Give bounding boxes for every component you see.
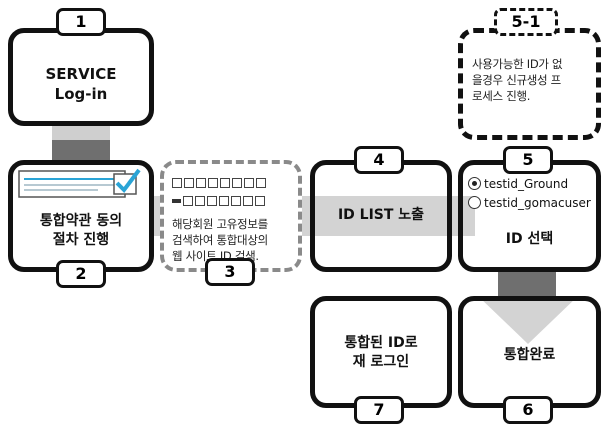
step-5-1-line-1: 사용가능한 ID가 없 (472, 57, 563, 71)
step-3-box (160, 160, 302, 272)
step-7-line-2: 재 로그인 (352, 353, 410, 370)
step-1-line-2: Log-in (54, 85, 108, 104)
step-5-1-description: 사용가능한 ID가 없 을경우 신규생성 프 로세스 진행. (472, 56, 596, 104)
flow-band-5-6-dark (498, 268, 556, 300)
id-option-2[interactable]: testid_gomacuser (468, 195, 591, 210)
step-3-line-2: 검색하여 통합대상의 (172, 233, 268, 248)
step-5-number: 5 (503, 146, 553, 174)
step-2-number: 2 (56, 260, 106, 288)
step-7-line-1: 통합된 ID로 (344, 335, 418, 351)
radio-unselected-icon[interactable] (468, 196, 481, 209)
step-6-number: 6 (503, 396, 553, 424)
step-5-1-line-2: 을경우 신규생성 프 (472, 73, 561, 88)
step-3-line-1: 해당회원 고유정보를 (172, 217, 268, 231)
step-6-label: 통합완료 (503, 347, 556, 363)
step-5-1-line-3: 로세스 진행. (472, 89, 531, 104)
step-3-description: 해당회원 고유정보를 검색하여 통합대상의 웹 사이트 ID 검색. (172, 216, 300, 264)
flow-band-1-2-dark (52, 140, 110, 162)
step-2-line-2: 절차 진행 (52, 231, 110, 248)
step-3-number: 3 (205, 258, 255, 286)
step-5-1-number: 5-1 (494, 8, 558, 36)
step-4-number: 4 (354, 146, 404, 174)
step-7-label: 통합된 ID로 재 로그인 (310, 334, 452, 372)
flow-arrow-5-6 (478, 296, 578, 344)
id-option-2-label: testid_gomacuser (484, 195, 591, 210)
square-placeholders-icon (172, 172, 292, 206)
step-5-label: ID 선택 (505, 231, 554, 247)
step-5-1-box (458, 28, 601, 140)
step-1-line-1: SERVICE (45, 65, 117, 83)
step-1-number: 1 (56, 8, 106, 36)
step-7-number: 7 (354, 396, 404, 424)
id-option-1[interactable]: testid_Ground (468, 176, 568, 191)
step-4-label: ID LIST 노출 (337, 207, 425, 223)
step-2-label: 통합약관 동의 절차 진행 (8, 212, 154, 250)
radio-selected-icon[interactable] (468, 177, 481, 190)
id-option-1-label: testid_Ground (484, 176, 569, 191)
form-checkbox-icon (18, 168, 141, 198)
step-1-label: SERVICE Log-in (8, 64, 154, 105)
step-2-line-1: 통합약관 동의 (39, 213, 123, 229)
